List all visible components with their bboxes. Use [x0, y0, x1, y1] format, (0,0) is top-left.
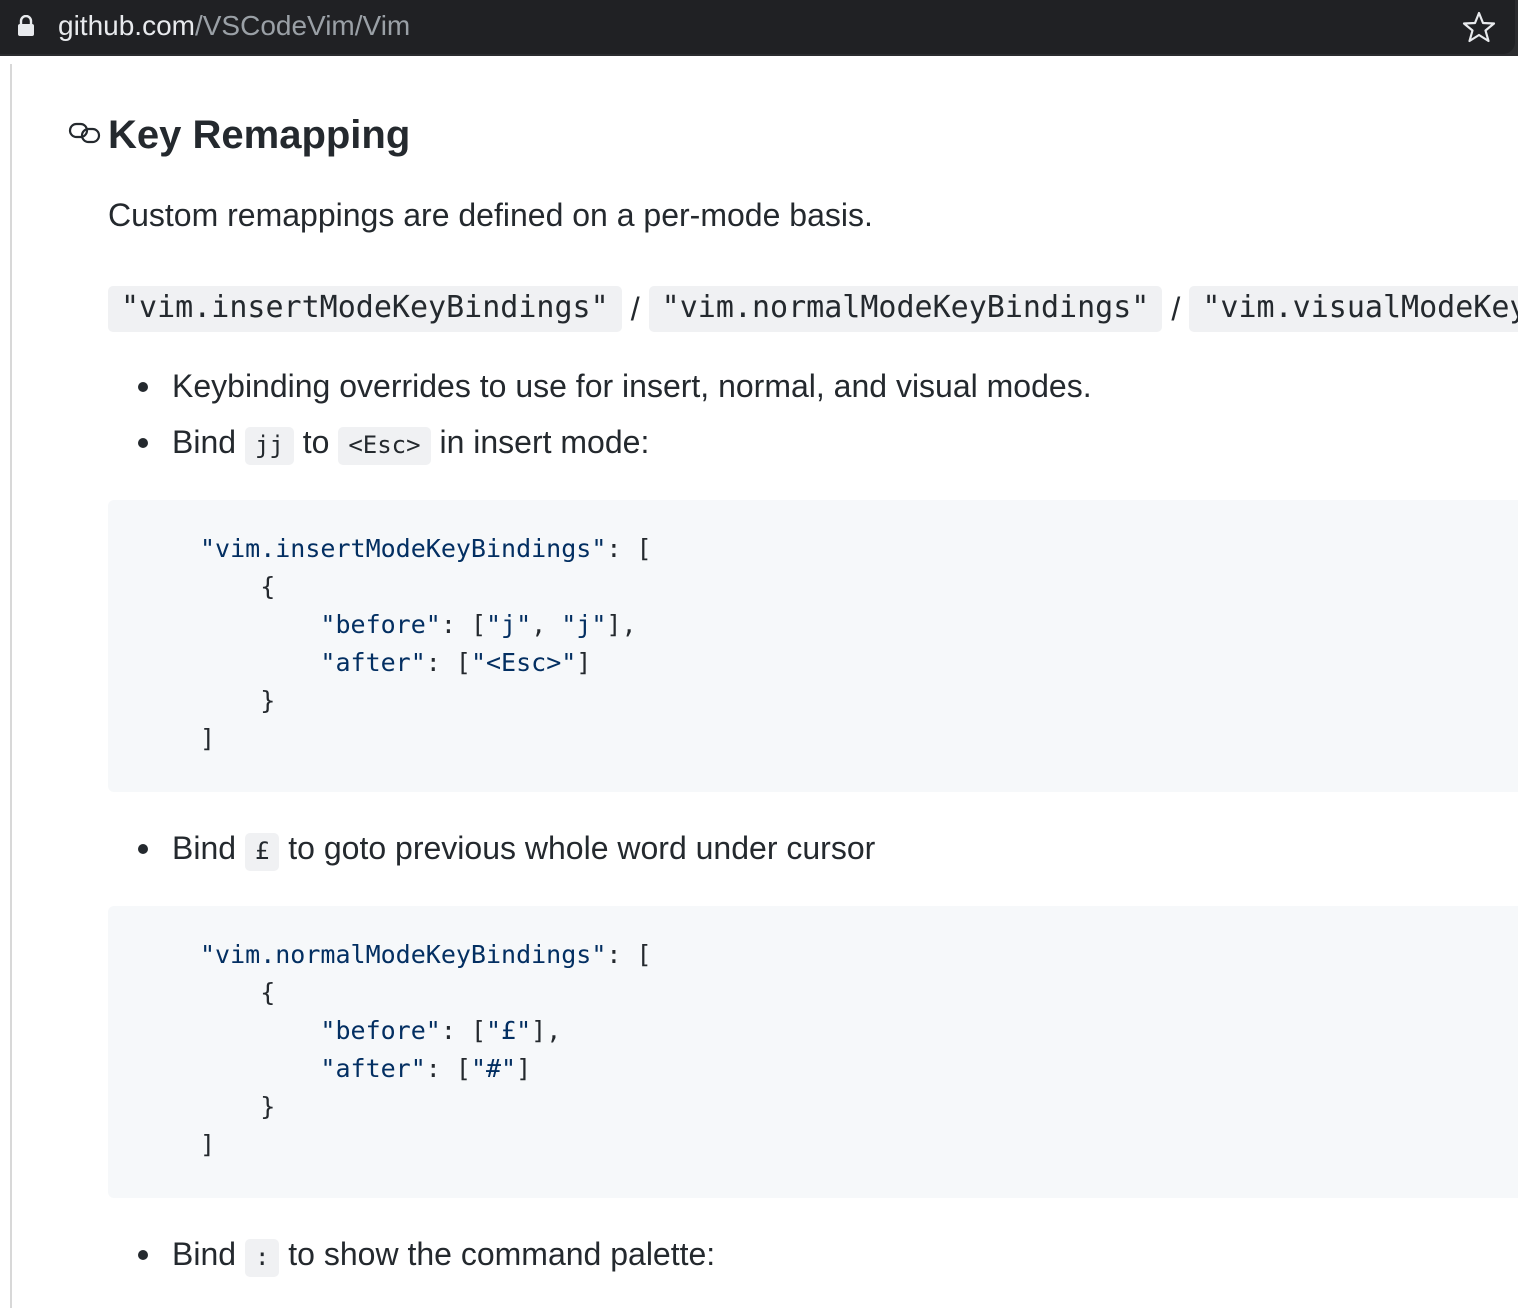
separator: /: [630, 291, 640, 327]
setting-visual-mode: "vim.visualModeKeyBindings": [1189, 286, 1518, 332]
code-token: "j": [486, 610, 532, 639]
code-token: "after": [320, 648, 426, 677]
inline-code: jj: [244, 427, 294, 465]
list-item-text: in insert mode:: [439, 424, 650, 460]
code-token: ],: [606, 610, 637, 639]
code-token: ]: [516, 1054, 532, 1083]
intro-paragraph: Custom remappings are defined on a per-m…: [108, 197, 873, 233]
inline-code: <Esc>: [338, 427, 431, 465]
code-token: : [: [425, 648, 471, 677]
list-item-text: Bind: [172, 830, 237, 866]
list-item-text: Keybinding overrides to use for insert, …: [172, 368, 1092, 404]
code-token: }: [260, 1092, 276, 1121]
inline-code: £: [244, 833, 280, 871]
settings-names-line: "vim.insertModeKeyBindings"/"vim.normalM…: [108, 286, 1518, 332]
inline-code: :: [244, 1239, 280, 1277]
lock-icon[interactable]: [17, 15, 35, 37]
code-content: "vim.normalModeKeyBindings": [ { "before…: [200, 936, 652, 1164]
code-token: {: [260, 572, 276, 601]
list-item-text: Bind: [172, 1236, 237, 1272]
list-item-text: to: [302, 424, 330, 460]
code-token: ]: [200, 724, 216, 753]
list-item-text: to show the command palette:: [288, 1236, 716, 1272]
code-block: "vim.normalModeKeyBindings": [ { "before…: [108, 906, 1518, 1198]
code-token: "j": [561, 610, 607, 639]
setting-insert-mode: "vim.insertModeKeyBindings": [108, 286, 622, 332]
code-token: "<Esc>": [470, 648, 577, 677]
code-token: "before": [320, 1016, 441, 1045]
code-token: : [: [440, 610, 486, 639]
link-icon[interactable]: [68, 118, 102, 148]
code-token: : [: [606, 940, 652, 969]
url-host: github.com: [58, 10, 195, 41]
setting-normal-mode: "vim.normalModeKeyBindings": [648, 286, 1163, 332]
code-content: "vim.insertModeKeyBindings": [ { "before…: [200, 530, 652, 758]
star-icon[interactable]: [1462, 10, 1496, 44]
code-token: : [: [440, 1016, 486, 1045]
code-block: "vim.insertModeKeyBindings": [ { "before…: [108, 500, 1518, 792]
list-item: Bind jj to <Esc> in insert mode:: [137, 422, 650, 465]
list-item-text: Bind: [172, 424, 237, 460]
list-item: Keybinding overrides to use for insert, …: [138, 366, 1092, 406]
address-bar[interactable]: github.com/VSCodeVim/Vim: [0, 0, 1515, 54]
code-token: ]: [576, 648, 592, 677]
code-token: ],: [531, 1016, 562, 1045]
code-token: ,: [531, 610, 562, 639]
url-text[interactable]: github.com/VSCodeVim/Vim: [58, 9, 410, 43]
code-token: "after": [320, 1054, 426, 1083]
code-token: "vim.normalModeKeyBindings": [200, 940, 607, 969]
separator: /: [1171, 291, 1181, 327]
list-item: Bind £ to goto previous whole word under…: [137, 828, 876, 871]
browser-toolbar: github.com/VSCodeVim/Vim: [0, 0, 1518, 56]
list-item: Bind : to show the command palette:: [137, 1234, 716, 1277]
code-token: : [: [606, 534, 652, 563]
code-token: : [: [425, 1054, 471, 1083]
code-token: "#": [470, 1054, 517, 1083]
list-item-text: to goto previous whole word under cursor: [288, 830, 876, 866]
code-token: "before": [320, 610, 441, 639]
code-token: ]: [200, 1130, 216, 1159]
url-path: /VSCodeVim/Vim: [194, 10, 411, 41]
code-token: {: [260, 978, 276, 1007]
content-left-border: [10, 64, 12, 1308]
section-heading: Key Remapping: [108, 113, 411, 157]
code-token: "£": [486, 1016, 532, 1045]
code-token: "vim.insertModeKeyBindings": [200, 534, 607, 563]
code-token: }: [260, 686, 276, 715]
